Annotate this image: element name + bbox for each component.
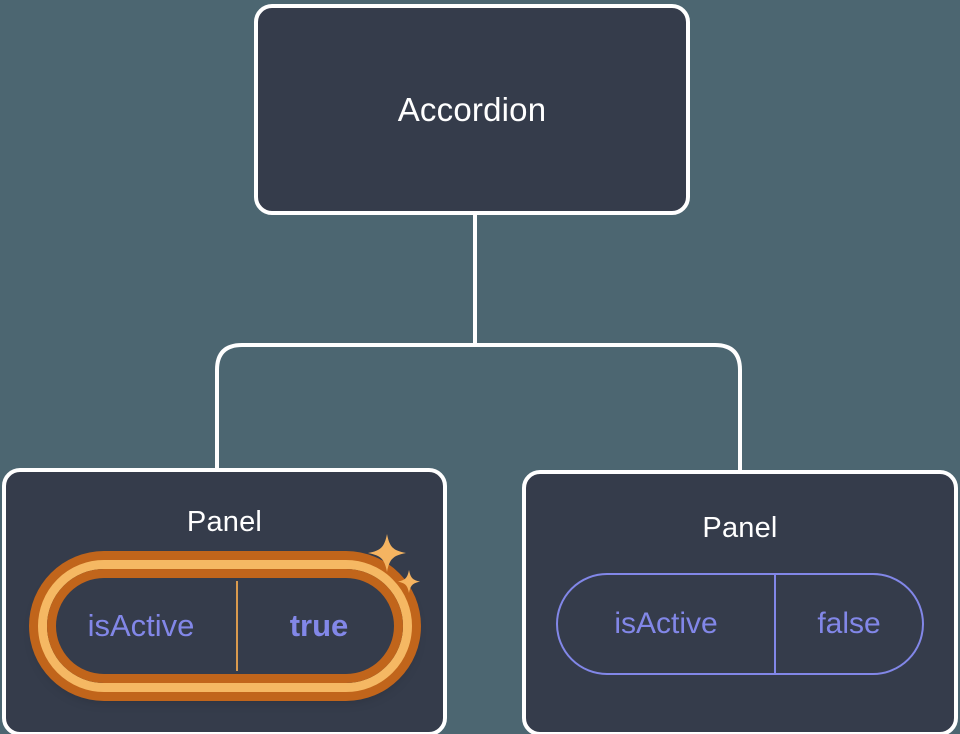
- prop-value: true: [235, 569, 403, 683]
- prop-pill-isactive-false[interactable]: isActive false: [556, 573, 924, 675]
- node-panel-inactive-label: Panel: [702, 512, 778, 544]
- prop-pill-container-inactive: isActive false: [526, 573, 954, 675]
- prop-pill-isactive-true[interactable]: isActive true: [37, 560, 412, 692]
- prop-value: false: [774, 575, 922, 673]
- node-panel-inactive[interactable]: Panel isActive false: [522, 470, 958, 734]
- node-accordion[interactable]: Accordion: [254, 4, 690, 215]
- prop-pill-container-active: isActive true: [6, 534, 443, 692]
- node-panel-active-label: Panel: [186, 506, 263, 538]
- node-accordion-label: Accordion: [397, 91, 547, 128]
- node-panel-active[interactable]: Panel isActive true: [2, 468, 447, 734]
- edge-bus-to-right-panel: [215, 343, 475, 470]
- edge-bus-to-left-panel: [475, 343, 742, 470]
- prop-key: isActive: [87, 608, 195, 643]
- prop-key: isActive: [614, 607, 718, 640]
